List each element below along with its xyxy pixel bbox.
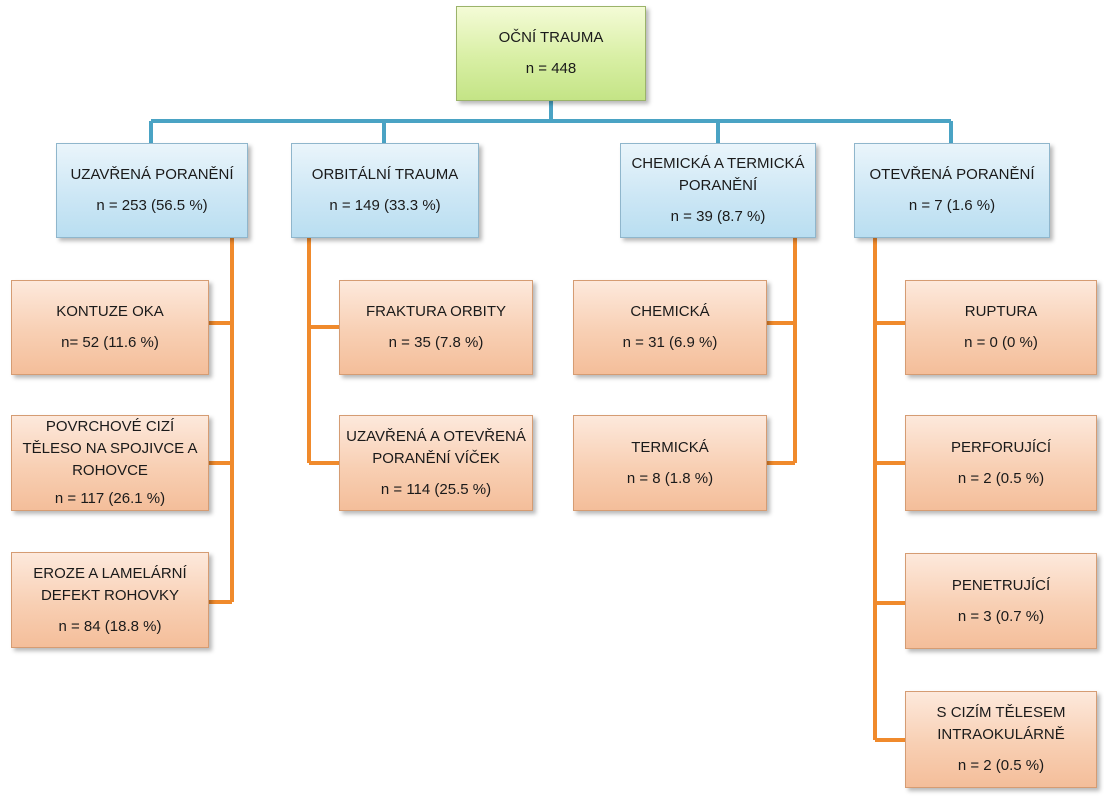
node-title-line: PORANĚNÍ bbox=[678, 177, 758, 194]
node-count: n = 2 (0.5 %) bbox=[957, 757, 1045, 774]
node-count: n = 39 (8.7 %) bbox=[670, 208, 766, 225]
node-title: ORBITÁLNÍ TRAUMA bbox=[311, 166, 459, 183]
node-count: n = 253 (56.5 %) bbox=[96, 197, 208, 214]
node-title: FRAKTURA ORBITY bbox=[365, 303, 507, 320]
leaf-node-thermal: TERMICKÁ n = 8 (1.8 %) bbox=[573, 415, 767, 511]
node-count: n= 52 (11.6 %) bbox=[61, 334, 159, 351]
category-node-open-injuries: OTEVŘENÁ PORANĚNÍ n = 7 (1.6 %) bbox=[854, 143, 1050, 238]
node-count: n = 448 bbox=[525, 60, 577, 77]
node-title-line: DEFEKT ROHOVKY bbox=[40, 586, 180, 604]
node-title-line: TĚLESO NA SPOJIVCE A bbox=[22, 440, 198, 457]
node-count: n = 149 (33.3 %) bbox=[329, 197, 441, 214]
node-title: KONTUZE OKA bbox=[56, 303, 164, 320]
category-node-orbital-trauma: ORBITÁLNÍ TRAUMA n = 149 (33.3 %) bbox=[291, 143, 479, 238]
node-title-line: ROHOVCE bbox=[72, 462, 148, 479]
node-title: UZAVŘENÁ PORANĚNÍ bbox=[70, 166, 234, 183]
node-title: CHEMICKÁ bbox=[630, 303, 710, 320]
leaf-node-perforating: PERFORUJÍCÍ n = 2 (0.5 %) bbox=[905, 415, 1097, 511]
node-title-line: S CIZÍM TĚLESEM bbox=[936, 704, 1066, 721]
node-count: n = 114 (25.5 %) bbox=[380, 480, 492, 498]
leaf-node-superficial-foreign-body: POVRCHOVÉ CIZÍ TĚLESO NA SPOJIVCE A ROHO… bbox=[11, 415, 209, 511]
node-title: RUPTURA bbox=[964, 303, 1038, 320]
node-count: n = 3 (0.7 %) bbox=[957, 607, 1045, 625]
node-title-line: POVRCHOVÉ CIZÍ bbox=[45, 418, 175, 435]
node-count: n = 0 (0 %) bbox=[964, 334, 1038, 351]
category-node-closed-injuries: UZAVŘENÁ PORANĚNÍ n = 253 (56.5 %) bbox=[56, 143, 248, 238]
node-count: n = 35 (7.8 %) bbox=[388, 334, 484, 351]
node-count: n = 31 (6.9 %) bbox=[622, 334, 718, 351]
node-title-line: UZAVŘENÁ A OTEVŘENÁ bbox=[346, 427, 526, 445]
category-node-chemical-thermal: CHEMICKÁ A TERMICKÁ PORANĚNÍ n = 39 (8.7… bbox=[620, 143, 816, 238]
node-title: PENETRUJÍCÍ bbox=[951, 576, 1051, 594]
node-title-line: INTRAOKULÁRNĚ bbox=[937, 726, 1065, 743]
node-title-line: PORANĚNÍ VÍČEK bbox=[372, 449, 500, 467]
node-count: n = 8 (1.8 %) bbox=[626, 469, 714, 487]
node-title: PERFORUJÍCÍ bbox=[950, 438, 1051, 456]
branch-connectors bbox=[209, 238, 905, 742]
node-title: TERMICKÁ bbox=[631, 438, 709, 456]
root-node: OČNÍ TRAUMA n = 448 bbox=[456, 6, 646, 101]
root-connectors bbox=[149, 101, 953, 143]
leaf-node-rupture: RUPTURA n = 0 (0 %) bbox=[905, 280, 1097, 375]
leaf-node-penetrating: PENETRUJÍCÍ n = 3 (0.7 %) bbox=[905, 553, 1097, 649]
leaf-node-intraocular-foreign-body: S CIZÍM TĚLESEM INTRAOKULÁRNĚ n = 2 (0.5… bbox=[905, 691, 1097, 788]
leaf-node-erosion: EROZE A LAMELÁRNÍ DEFEKT ROHOVKY n = 84 … bbox=[11, 552, 209, 648]
node-title: OČNÍ TRAUMA bbox=[498, 29, 604, 46]
node-title: OTEVŘENÁ PORANĚNÍ bbox=[869, 166, 1035, 183]
node-count: n = 2 (0.5 %) bbox=[957, 469, 1045, 487]
node-count: n = 7 (1.6 %) bbox=[908, 197, 996, 214]
node-title-line: EROZE A LAMELÁRNÍ bbox=[33, 564, 187, 582]
node-title-line: CHEMICKÁ A TERMICKÁ bbox=[631, 155, 805, 172]
leaf-node-contusion: KONTUZE OKA n= 52 (11.6 %) bbox=[11, 280, 209, 375]
node-count: n = 84 (18.8 %) bbox=[58, 617, 162, 635]
leaf-node-chemical: CHEMICKÁ n = 31 (6.9 %) bbox=[573, 280, 767, 375]
leaf-node-eyelid-injuries: UZAVŘENÁ A OTEVŘENÁ PORANĚNÍ VÍČEK n = 1… bbox=[339, 415, 533, 511]
node-count: n = 117 (26.1 %) bbox=[54, 490, 166, 507]
leaf-node-orbital-fracture: FRAKTURA ORBITY n = 35 (7.8 %) bbox=[339, 280, 533, 375]
